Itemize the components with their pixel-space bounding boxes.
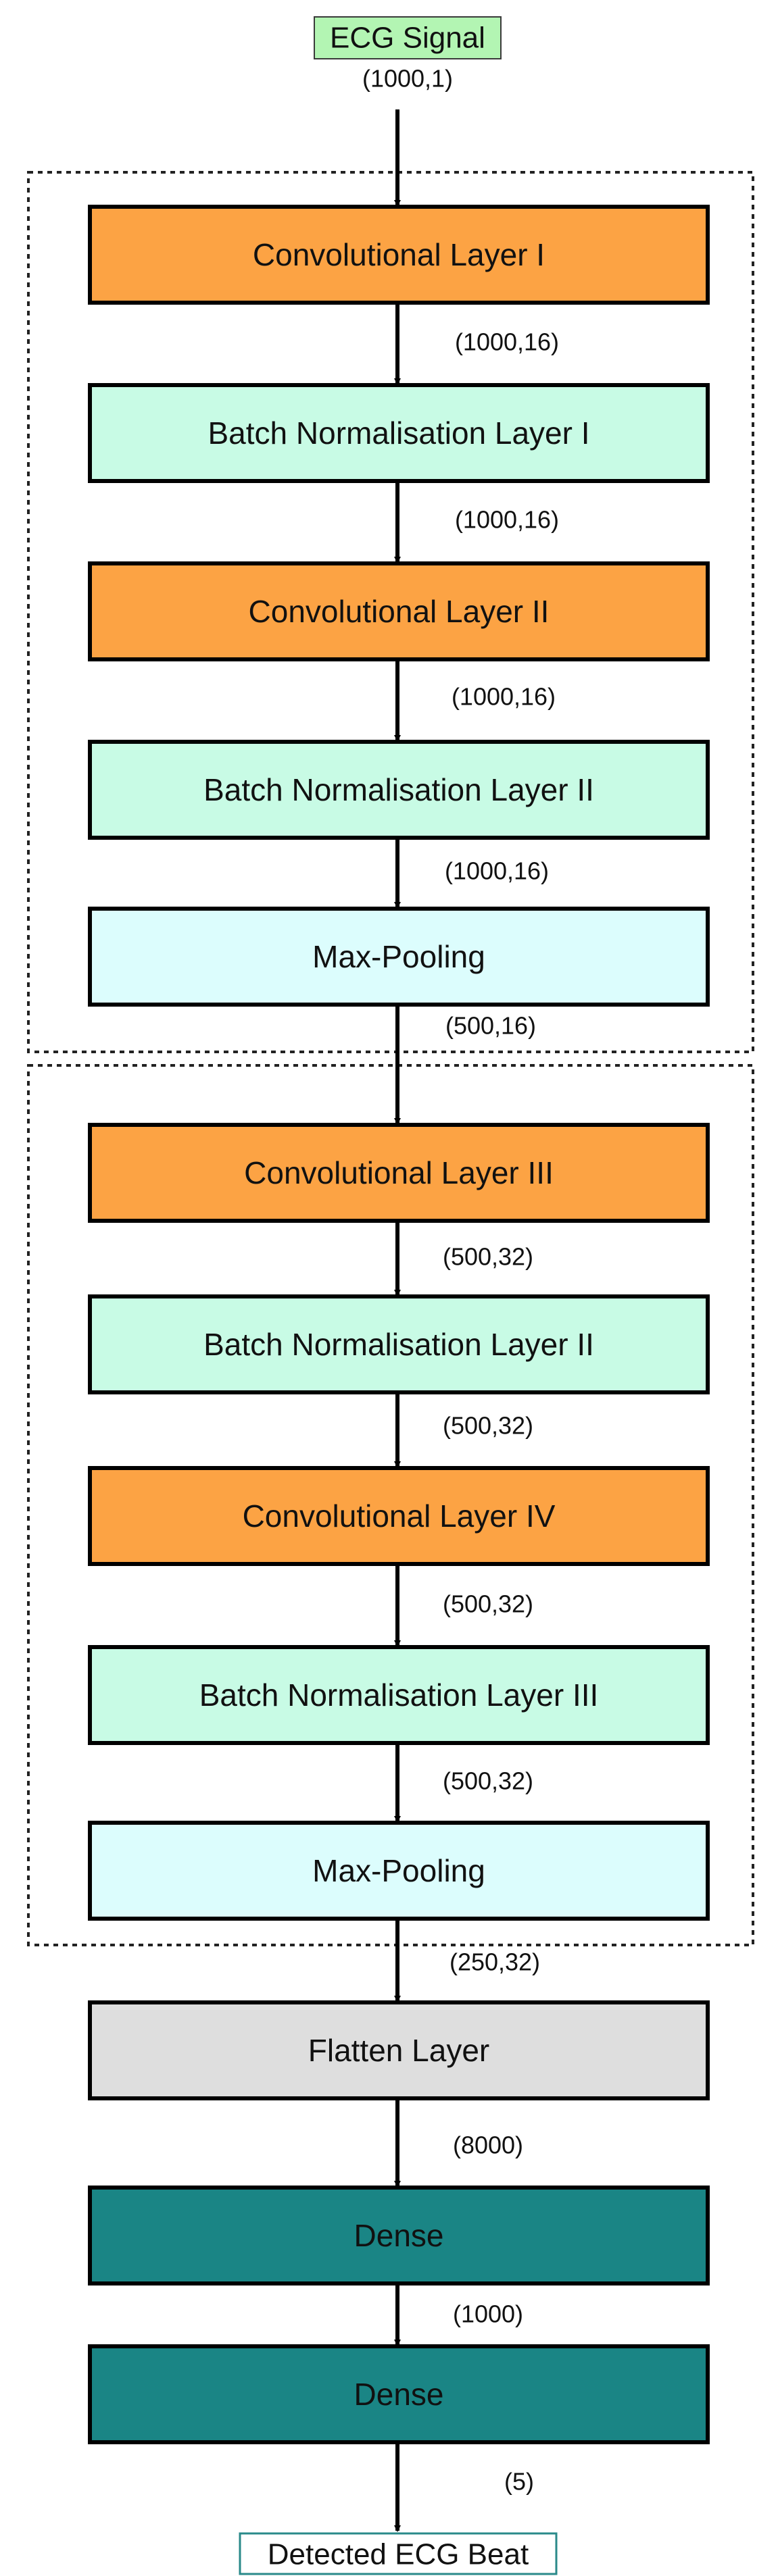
shape-conv-1: (1000,16) xyxy=(455,328,559,356)
layer-bn-2-label: Batch Normalisation Layer II xyxy=(203,772,594,807)
input-shape-label: (1000,1) xyxy=(362,65,453,93)
shape-dense-2: (5) xyxy=(504,2468,534,2496)
layer-flatten-label: Flatten Layer xyxy=(308,2033,489,2068)
layer-conv-4-box xyxy=(88,1466,710,1566)
shape-conv-2: (1000,16) xyxy=(452,683,556,711)
shape-pool-2: (250,32) xyxy=(449,1948,540,1976)
layer-bn-1-box xyxy=(88,383,710,483)
layer-pool-2-box xyxy=(88,1821,710,1921)
layer-dense-2-label: Dense xyxy=(354,2377,444,2412)
input-node: ECG Signal xyxy=(314,16,502,59)
layer-pool-2-label: Max-Pooling xyxy=(312,1853,485,1888)
output-node-box xyxy=(239,2532,558,2575)
layer-flatten-box xyxy=(88,2000,710,2100)
layer-bn-3-label: Batch Normalisation Layer II xyxy=(203,1327,594,1362)
layer-pool-2: Max-Pooling xyxy=(88,1821,710,1921)
layer-conv-3-box xyxy=(88,1123,710,1223)
input-node-label: ECG Signal xyxy=(330,22,485,55)
output-node: Detected ECG Beat xyxy=(239,2532,558,2575)
layer-conv-4: Convolutional Layer IV xyxy=(88,1466,710,1566)
layer-conv-2-label: Convolutional Layer II xyxy=(249,594,550,629)
layer-conv-1-label: Convolutional Layer I xyxy=(253,237,545,272)
layer-conv-4-label: Convolutional Layer IV xyxy=(243,1498,556,1534)
layer-pool-1-label: Max-Pooling xyxy=(312,939,485,974)
shape-bn-1: (1000,16) xyxy=(455,506,559,534)
layer-bn-3-box xyxy=(88,1294,710,1394)
shape-bn-3: (500,32) xyxy=(443,1412,533,1440)
layer-conv-2-box xyxy=(88,561,710,661)
layer-bn-2-box xyxy=(88,740,710,840)
layer-conv-1-box xyxy=(88,205,710,305)
layer-dense-1: Dense xyxy=(88,2186,710,2285)
layer-pool-1: Max-Pooling xyxy=(88,907,710,1007)
layer-conv-2: Convolutional Layer II xyxy=(88,561,710,661)
layer-dense-1-label: Dense xyxy=(354,2218,444,2253)
shape-pool-1: (500,16) xyxy=(445,1012,536,1040)
layer-flatten: Flatten Layer xyxy=(88,2000,710,2100)
shape-bn-2: (1000,16) xyxy=(445,857,549,885)
layer-dense-1-box xyxy=(88,2186,710,2285)
layer-bn-3: Batch Normalisation Layer II xyxy=(88,1294,710,1394)
conv-block-2-container xyxy=(27,1064,754,1946)
layer-bn-4: Batch Normalisation Layer III xyxy=(88,1645,710,1745)
shape-conv-4: (500,32) xyxy=(443,1590,533,1618)
shape-bn-4: (500,32) xyxy=(443,1767,533,1795)
layer-bn-1-label: Batch Normalisation Layer I xyxy=(208,415,589,451)
layer-dense-2-box xyxy=(88,2344,710,2444)
shape-flatten: (8000) xyxy=(453,2131,523,2159)
layer-bn-2: Batch Normalisation Layer II xyxy=(88,740,710,840)
layer-bn-1: Batch Normalisation Layer I xyxy=(88,383,710,483)
layer-conv-3-label: Convolutional Layer III xyxy=(244,1155,554,1190)
shape-conv-3: (500,32) xyxy=(443,1243,533,1271)
layer-dense-2: Dense xyxy=(88,2344,710,2444)
input-node-box xyxy=(314,16,502,59)
shape-dense-1: (1000) xyxy=(453,2300,523,2328)
layer-bn-4-box xyxy=(88,1645,710,1745)
layer-conv-1: Convolutional Layer I xyxy=(88,205,710,305)
layer-conv-3: Convolutional Layer III xyxy=(88,1123,710,1223)
layer-bn-4-label: Batch Normalisation Layer III xyxy=(199,1677,599,1713)
layer-pool-1-box xyxy=(88,907,710,1007)
output-node-label: Detected ECG Beat xyxy=(268,2538,529,2571)
conv-block-1-container xyxy=(27,171,754,1053)
